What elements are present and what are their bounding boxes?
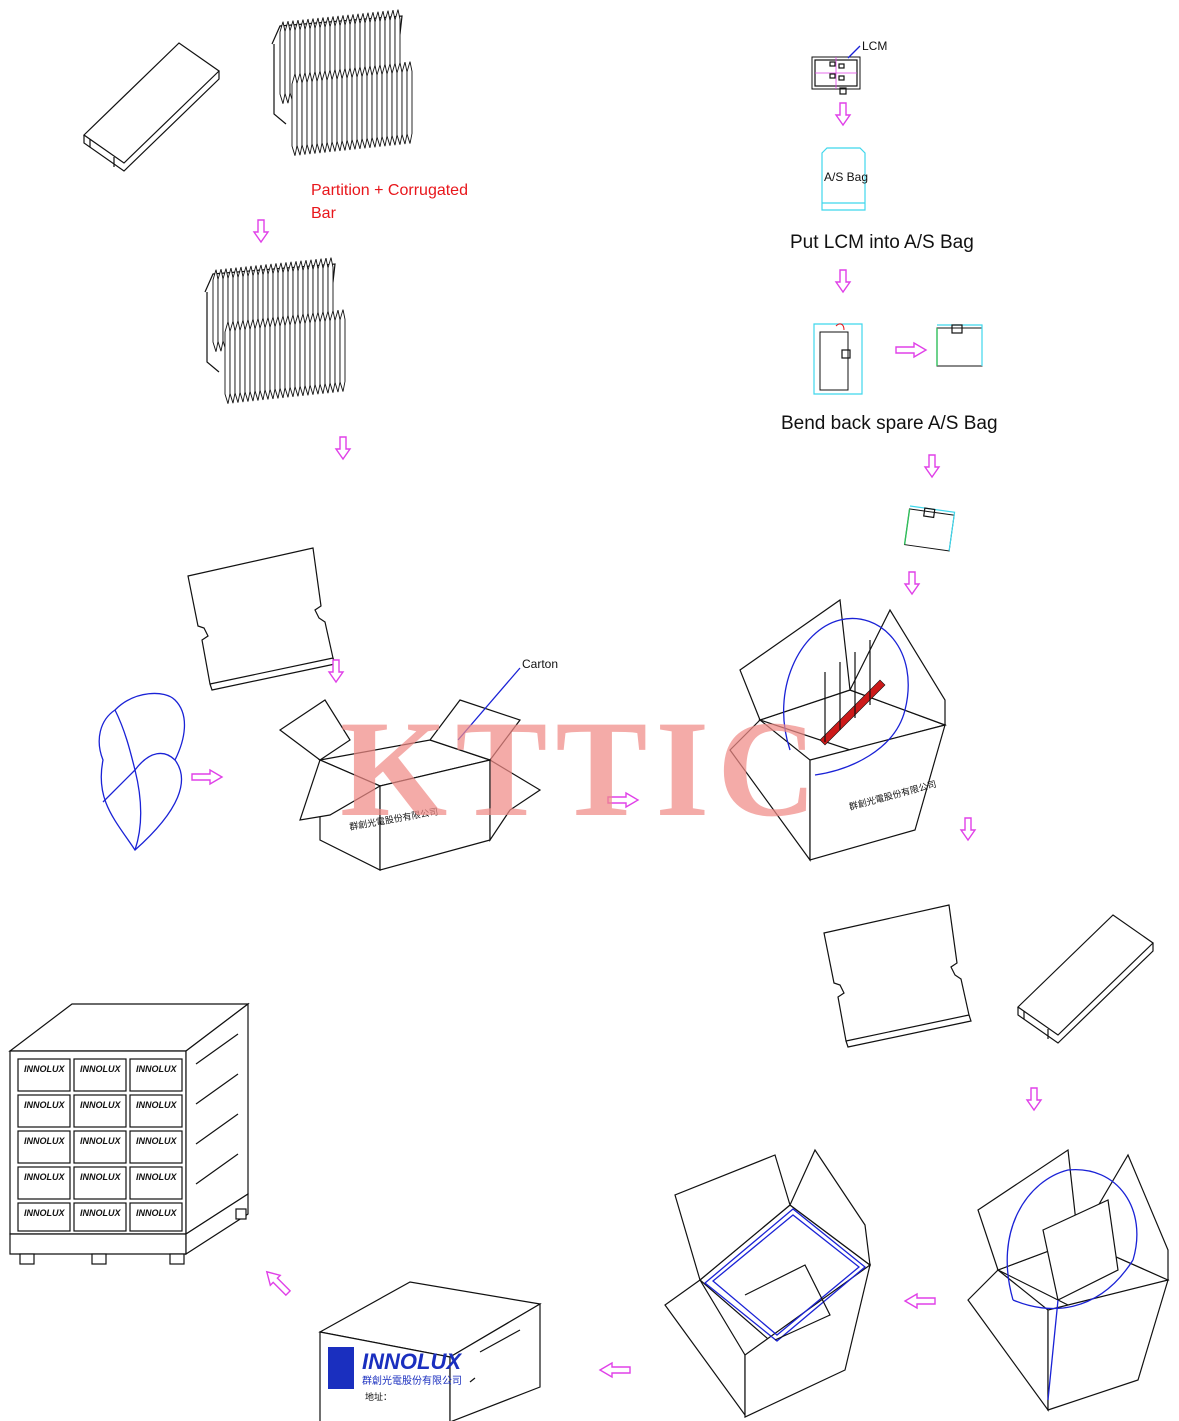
arrow-up-left-icon	[262, 1267, 293, 1298]
lcm-pointer	[848, 46, 860, 58]
lcm-drawing	[812, 57, 860, 94]
carton-label: Carton	[522, 657, 558, 671]
svg-text:INNOLUX: INNOLUX	[136, 1208, 177, 1218]
brand-chinese: 群創光電股份有限公司	[362, 1374, 462, 1387]
as-bag-drawing: A/S Bag	[822, 148, 868, 210]
sealed-carton-drawing: INNOLUX 群創光電股份有限公司 地址：	[320, 1282, 540, 1421]
as-bag-text: A/S Bag	[824, 170, 868, 184]
right-lid-drawing	[1018, 915, 1153, 1043]
arrow-down-icon	[961, 818, 975, 840]
partition-corrugated-bar-drawing	[272, 9, 412, 156]
svg-text:INNOLUX: INNOLUX	[24, 1100, 65, 1110]
svg-text:INNOLUX: INNOLUX	[24, 1208, 65, 1218]
arrow-down-icon	[905, 572, 919, 594]
partition-label-line1: Partition + Corrugated	[311, 182, 468, 199]
lcm-in-bag-drawing	[814, 324, 862, 394]
partition-label-line2: Bar	[311, 205, 337, 222]
folded-bag-drawing	[937, 325, 982, 366]
arrow-down-icon	[1027, 1088, 1041, 1110]
brand-name: INNOLUX	[362, 1349, 462, 1374]
bag-drawing	[99, 693, 184, 850]
arrow-down-icon	[254, 220, 268, 242]
put-lcm-caption: Put LCM into A/S Bag	[790, 232, 974, 253]
arrow-left-icon	[905, 1294, 935, 1308]
svg-text:INNOLUX: INNOLUX	[80, 1172, 121, 1182]
bend-back-caption: Bend back spare A/S Bag	[781, 413, 998, 434]
assembled-partition-drawing	[205, 257, 345, 404]
top-lid-drawing	[84, 43, 219, 171]
pallet-stack-drawing: INNOLUX INNOLUX INNOLUX INNOLUX INNOLUX …	[10, 1004, 248, 1264]
svg-text:INNOLUX: INNOLUX	[80, 1208, 121, 1218]
arrow-down-icon	[329, 660, 343, 682]
svg-text:INNOLUX: INNOLUX	[80, 1100, 121, 1110]
arrow-down-icon	[925, 455, 939, 477]
lcm-label: LCM	[862, 39, 887, 53]
watermark: KTTIC	[340, 692, 825, 845]
svg-text:INNOLUX: INNOLUX	[80, 1136, 121, 1146]
arrow-down-icon	[836, 270, 850, 292]
wrapped-carton-drawing	[968, 1150, 1168, 1410]
tilted-bag-drawing	[905, 506, 955, 551]
svg-text:INNOLUX: INNOLUX	[24, 1172, 65, 1182]
arrow-left-icon	[600, 1363, 630, 1377]
right-flat-partition-drawing	[824, 905, 971, 1047]
svg-text:INNOLUX: INNOLUX	[136, 1064, 177, 1074]
arrow-right-icon	[192, 770, 222, 784]
svg-text:地址：: 地址：	[365, 1391, 392, 1402]
svg-text:INNOLUX: INNOLUX	[24, 1064, 65, 1074]
svg-text:INNOLUX: INNOLUX	[80, 1064, 121, 1074]
arrow-down-icon	[836, 103, 850, 125]
svg-text:INNOLUX: INNOLUX	[136, 1172, 177, 1182]
svg-text:INNOLUX: INNOLUX	[24, 1136, 65, 1146]
svg-text:INNOLUX: INNOLUX	[136, 1100, 177, 1110]
arrow-down-icon	[336, 437, 350, 459]
flat-partition-drawing	[188, 548, 335, 690]
closed-bag-carton-drawing	[665, 1150, 870, 1417]
arrow-right-icon	[896, 343, 926, 357]
svg-text:INNOLUX: INNOLUX	[136, 1136, 177, 1146]
